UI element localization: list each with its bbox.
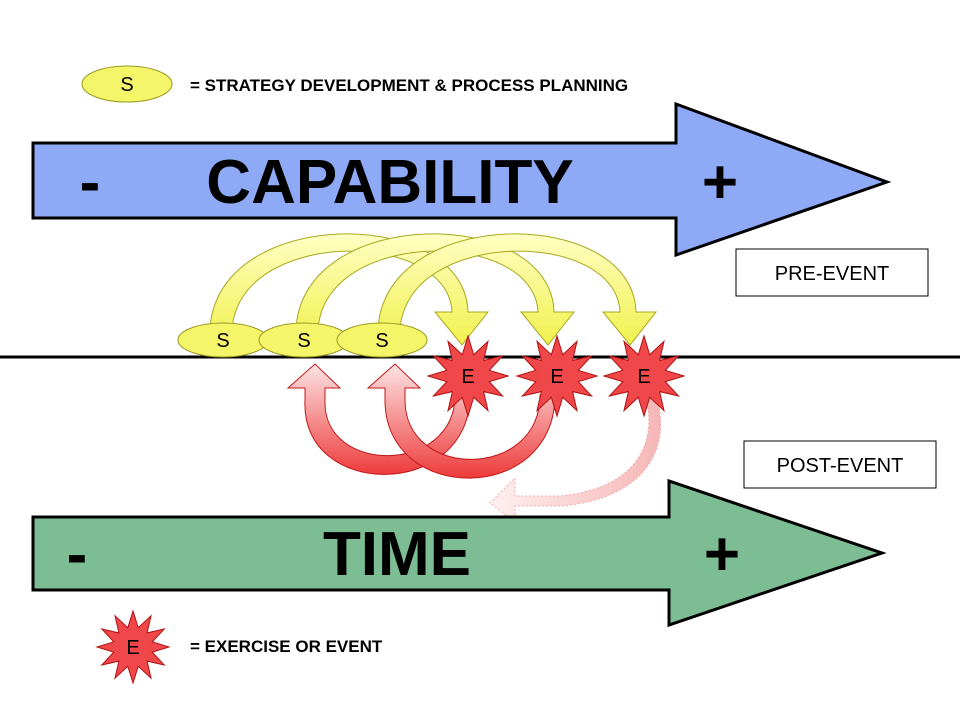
pre-event-box: PRE-EVENT [735,248,929,297]
legend-event-symbol: E [126,637,139,659]
time-plus: + [704,520,740,589]
capability-plus: + [702,148,738,217]
feedback-arc-2 [366,363,556,479]
event-node-1: E [426,334,510,418]
strategy-node-2-label: S [297,330,310,352]
time-arrow: - TIME + [31,478,887,628]
time-label: TIME [323,520,471,589]
strategy-node-3: S [336,322,428,358]
post-event-label: POST-EVENT [777,455,904,477]
legend-event: E = EXERCISE OR EVENT [95,609,383,685]
time-minus: - [67,520,88,589]
strategy-node-1: S [177,322,269,358]
capability-arrow: - CAPABILITY + [31,101,892,258]
legend-strategy-ellipse [81,65,173,103]
strategy-node-1-label: S [216,330,229,352]
strategy-node-2: S [258,322,350,358]
strategy-nodes: S S S [177,322,428,358]
strategy-arc-2 [295,233,576,346]
event-node-2-label: E [550,366,563,388]
legend-strategy: S = STRATEGY DEVELOPMENT & PROCESS PLANN… [81,65,628,103]
event-node-2: E [515,334,599,418]
capability-arrow-shape [31,101,892,258]
legend-strategy-symbol: S [120,74,133,96]
post-event-box: POST-EVENT [743,440,937,489]
capability-minus: - [80,148,101,217]
feedback-arcs [286,363,556,479]
strategy-arc-3 [377,233,658,346]
event-nodes: E E E [426,334,686,418]
time-arrow-shape [31,478,887,628]
event-node-1-label: E [461,366,474,388]
event-node-3-label: E [637,366,650,388]
event-node-3: E [602,334,686,418]
strategy-arcs [209,233,658,346]
legend-event-text: = EXERCISE OR EVENT [190,637,383,656]
strategy-node-3-label: S [375,330,388,352]
pre-event-label: PRE-EVENT [775,263,889,285]
capability-label: CAPABILITY [206,148,573,217]
legend-event-burst [95,609,171,685]
legend-strategy-text: = STRATEGY DEVELOPMENT & PROCESS PLANNIN… [190,76,628,95]
